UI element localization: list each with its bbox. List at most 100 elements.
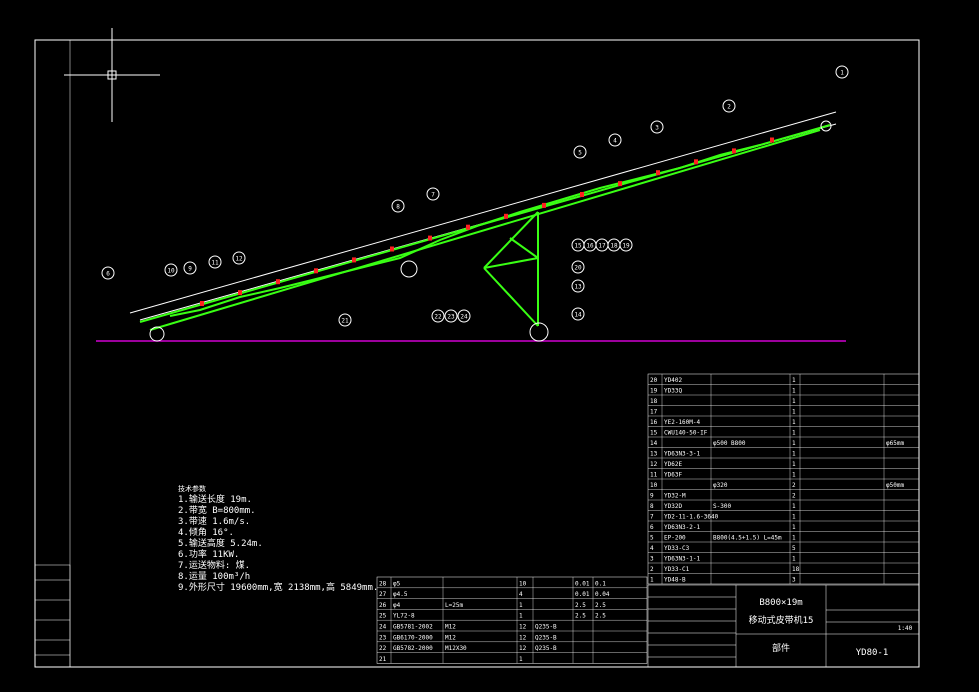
table-cell: 20 — [650, 377, 658, 384]
table-cell: 2.5 — [595, 613, 606, 620]
table-cell: 27 — [379, 591, 387, 598]
idler-mark — [694, 159, 698, 165]
note-line: 4.倾角 16°. — [178, 528, 234, 538]
table-cell: 5 — [650, 535, 654, 542]
front-wheel-icon — [149, 326, 165, 342]
callout-circle — [338, 313, 352, 327]
table-cell: 18 — [650, 398, 658, 405]
callout-circle — [457, 309, 471, 323]
table-cell: 23 — [379, 634, 387, 641]
table-cell: 1 — [792, 440, 796, 447]
callout-label: 6 — [106, 271, 110, 278]
title-name: 移动式皮带机15 — [749, 614, 814, 626]
table-cell: 11 — [650, 472, 658, 479]
callout-label: 19 — [622, 243, 630, 250]
callout-circle — [571, 260, 585, 274]
table-cell: 1 — [792, 409, 796, 416]
table-cell: YD32-M — [664, 493, 686, 500]
table-cell: 1 — [650, 577, 654, 584]
table-cell: EP-200 — [664, 535, 686, 542]
table-cell: M12X30 — [445, 645, 467, 652]
table-cell: YE2-160M-4 — [664, 419, 701, 426]
support-legs — [483, 211, 539, 327]
table-cell: L=25m — [445, 602, 463, 609]
table-cell: 1 — [519, 613, 523, 620]
table-cell: 1 — [792, 398, 796, 405]
callout-circle — [431, 309, 445, 323]
table-cell: φ320 — [713, 482, 728, 489]
left-side-table — [34, 564, 71, 668]
callout-circle — [232, 251, 246, 265]
table-cell: 18 — [792, 566, 800, 573]
callout-label: 21 — [341, 318, 349, 325]
callout-circle — [571, 307, 585, 321]
callout-label: 7 — [431, 192, 435, 199]
callout-label: 24 — [460, 314, 468, 321]
table-cell: 19 — [650, 388, 658, 395]
idler-mark — [200, 301, 204, 306]
table-cell: 1 — [792, 556, 796, 563]
callout-label: 1 — [840, 70, 844, 77]
idler-mark — [656, 170, 660, 176]
table-cell: YD62E — [664, 461, 682, 468]
callout-label: 3 — [655, 125, 659, 132]
technical-notes: 技术参数 1.输送长度 19m. 2.带宽 B=800mm. 3.带速 1.6m… — [178, 484, 378, 594]
callout-label: 15 — [574, 243, 582, 250]
idler-marks — [200, 137, 774, 306]
table-cell: S-300 — [713, 503, 731, 510]
table-cell: GB6170-2000 — [393, 634, 433, 641]
table-cell: CWU140-50-IF — [664, 430, 708, 437]
table-cell: 26 — [379, 602, 387, 609]
table-cell: 3 — [792, 577, 796, 584]
table-cell: 24 — [379, 624, 387, 631]
table-cell: 1 — [792, 430, 796, 437]
table-cell: 1 — [519, 656, 523, 663]
table-cell: YD48-B — [664, 577, 686, 584]
table-cell: GB5782-2000 — [393, 645, 433, 652]
table-cell: 1 — [792, 514, 796, 521]
idler-mark — [770, 137, 774, 143]
table-cell: 4 — [519, 591, 523, 598]
callout-label: 18 — [610, 243, 618, 250]
callout-label: 20 — [574, 265, 582, 272]
title-drawing-no: YD80-1 — [856, 648, 889, 658]
callout-label: 12 — [235, 256, 243, 263]
callout-circle — [426, 187, 440, 201]
table-cell: φ4 — [393, 602, 401, 609]
note-line: 1.输送长度 19m. — [178, 495, 252, 505]
table-cell: 13 — [650, 451, 658, 458]
table-cell: 10 — [650, 482, 658, 489]
callout-label: 9 — [188, 266, 192, 273]
callout-circle — [444, 309, 458, 323]
table-cell: M12 — [445, 624, 456, 631]
note-line: 5.输送高度 5.24m. — [178, 539, 263, 549]
callout-label: 8 — [396, 204, 400, 211]
wheels — [149, 120, 832, 342]
note-line: 3.带速 1.6m/s. — [178, 517, 251, 527]
title-product: B800×19m — [759, 598, 802, 608]
table-cell: 28 — [379, 580, 387, 587]
table-cell: φ65mm — [886, 440, 904, 447]
table-cell: φ50mm — [886, 482, 904, 489]
table-cell: YD32D — [664, 503, 682, 510]
table-cell: 16 — [650, 419, 658, 426]
table-cell: 1 — [792, 419, 796, 426]
table-cell: 1 — [519, 602, 523, 609]
table-cell: 1 — [792, 388, 796, 395]
callout-circle — [573, 145, 587, 159]
table-cell: 0.01 — [575, 580, 590, 587]
table-cell: YL72-8 — [393, 613, 415, 620]
table-cell: 17 — [650, 409, 658, 416]
callout-circle — [619, 238, 633, 252]
table-cell: 2 — [792, 482, 796, 489]
table-cell: YD33-C1 — [664, 566, 690, 573]
callout-label: 10 — [167, 268, 175, 275]
idler-mark — [618, 181, 622, 187]
table-cell: YD33Q — [664, 388, 682, 395]
table-cell: 2 — [792, 493, 796, 500]
table-cell: YD63N3-2-1 — [664, 524, 701, 531]
title-block — [647, 584, 920, 668]
callout-circle — [835, 65, 849, 79]
